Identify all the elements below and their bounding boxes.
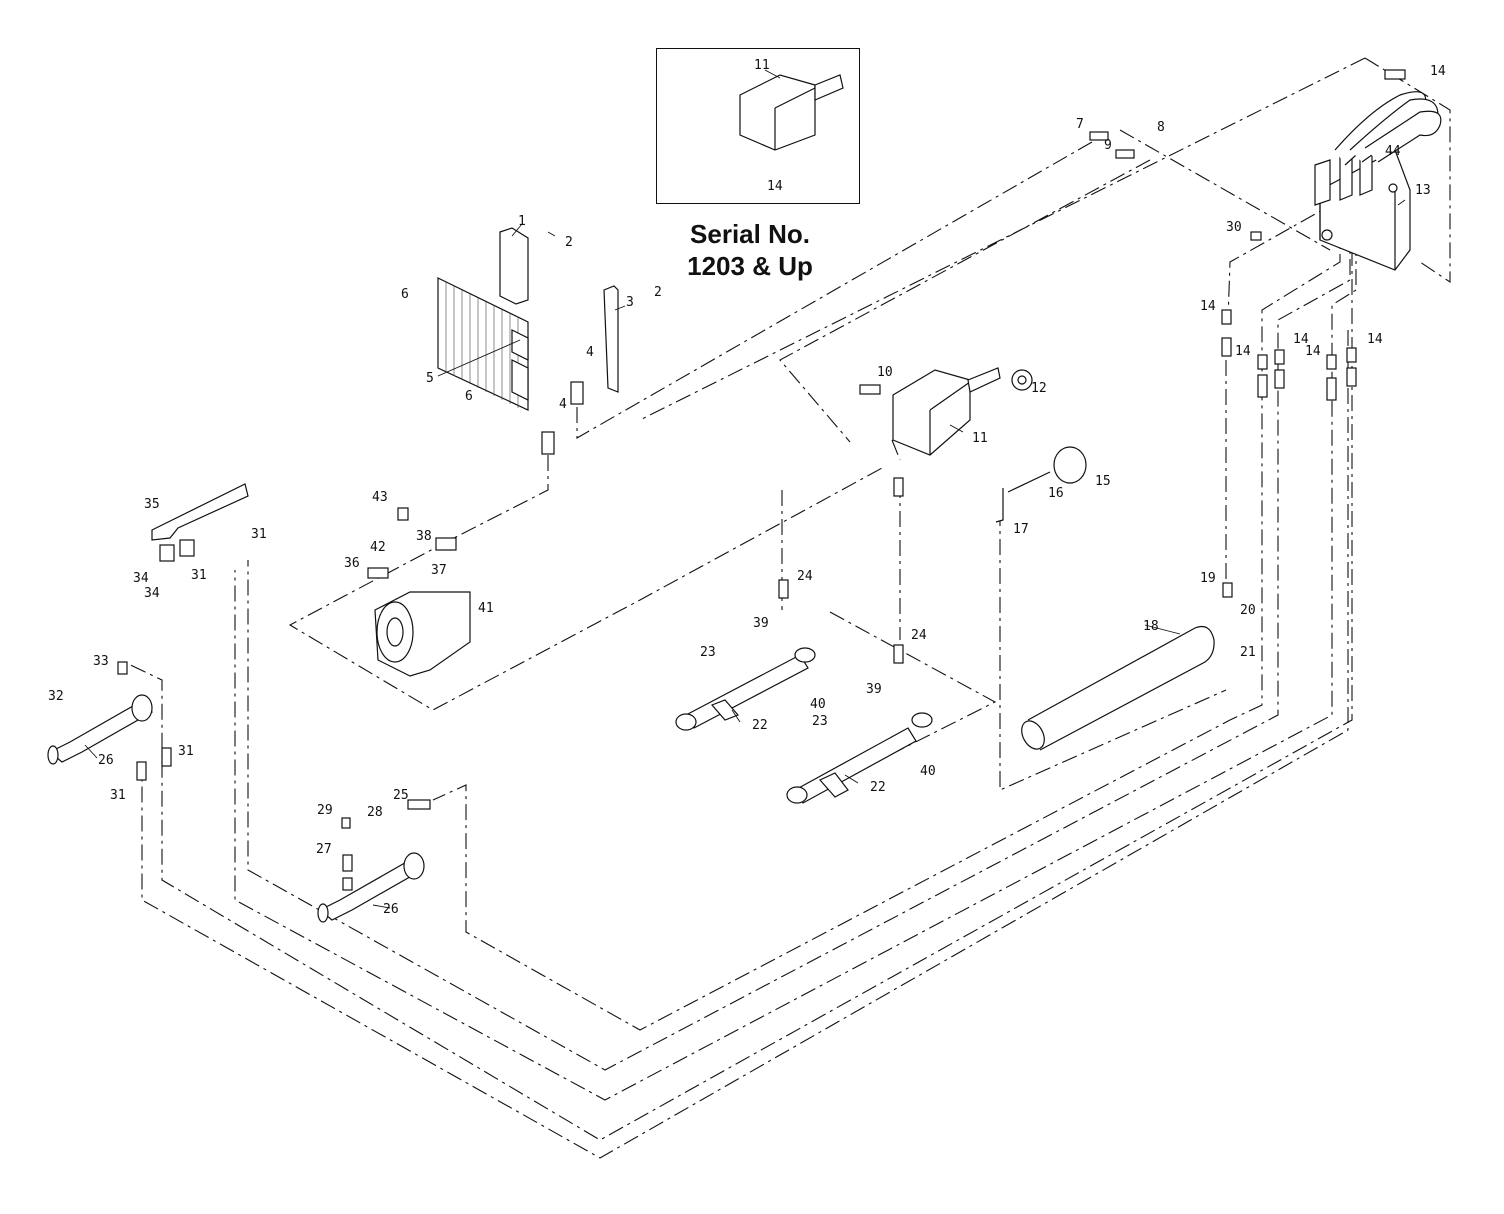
callout-14: 14 — [1430, 64, 1446, 79]
callout-26: 26 — [383, 902, 399, 917]
callout-2: 2 — [654, 285, 662, 300]
callout-23: 23 — [700, 645, 716, 660]
callout-28: 28 — [367, 805, 383, 820]
callout-43: 43 — [372, 490, 388, 505]
callout-31: 31 — [178, 744, 194, 759]
callout-24: 24 — [911, 628, 927, 643]
callout-22: 22 — [752, 718, 768, 733]
callout-11: 11 — [972, 431, 988, 446]
callout-14: 14 — [1235, 344, 1251, 359]
callout-6: 6 — [401, 287, 409, 302]
callout-9: 9 — [1104, 138, 1112, 153]
callout-10: 10 — [877, 365, 893, 380]
callout-41: 41 — [478, 601, 494, 616]
callout-14: 14 — [1367, 332, 1383, 347]
callout-31: 31 — [110, 788, 126, 803]
fittings — [117, 69, 1406, 891]
callout-33: 33 — [93, 654, 109, 669]
callout-37: 37 — [431, 563, 447, 578]
oil-cooler — [437, 227, 619, 455]
filter — [995, 446, 1087, 523]
callout-31: 31 — [191, 568, 207, 583]
callout-26: 26 — [98, 753, 114, 768]
serial-caption: Serial No. 1203 & Up — [650, 218, 850, 282]
callout-17: 17 — [1013, 522, 1029, 537]
serial-caption-line1: Serial No. — [690, 219, 810, 249]
callout-1: 1 — [518, 214, 526, 229]
callout-42: 42 — [370, 540, 386, 555]
callout-30: 30 — [1226, 220, 1242, 235]
callout-39: 39 — [866, 682, 882, 697]
callout-32: 32 — [48, 689, 64, 704]
callout-11: 11 — [754, 58, 770, 73]
callout-22: 22 — [870, 780, 886, 795]
steering-cylinders — [675, 647, 933, 804]
callout-13: 13 — [1415, 183, 1431, 198]
callout-14: 14 — [1293, 332, 1309, 347]
callout-14: 14 — [1200, 299, 1216, 314]
callout-14: 14 — [1305, 344, 1321, 359]
callout-2: 2 — [565, 235, 573, 250]
callout-12: 12 — [1031, 381, 1047, 396]
callout-29: 29 — [317, 803, 333, 818]
serial-inset-frame — [656, 48, 860, 204]
callout-19: 19 — [1200, 571, 1216, 586]
callout-7: 7 — [1076, 117, 1084, 132]
callout-44: 44 — [1385, 144, 1401, 159]
callout-40: 40 — [810, 697, 826, 712]
reservoir-tank — [1021, 625, 1215, 751]
callout-36: 36 — [344, 556, 360, 571]
lift-cylinders — [47, 694, 425, 923]
serial-caption-line2: 1203 & Up — [687, 251, 813, 281]
pump — [374, 507, 471, 677]
callout-14: 14 — [767, 179, 783, 194]
callout-21: 21 — [1240, 645, 1256, 660]
control-valve — [1314, 91, 1442, 271]
callout-3: 3 — [626, 295, 634, 310]
callout-39: 39 — [753, 616, 769, 631]
hose-lines — [119, 57, 1451, 1159]
callout-18: 18 — [1143, 619, 1159, 634]
callout-16: 16 — [1048, 486, 1064, 501]
callout-25: 25 — [393, 788, 409, 803]
callout-24: 24 — [797, 569, 813, 584]
callout-23: 23 — [812, 714, 828, 729]
callout-15: 15 — [1095, 474, 1111, 489]
callout-8: 8 — [1157, 120, 1165, 135]
valve-block — [739, 74, 1033, 456]
callout-38: 38 — [416, 529, 432, 544]
callout-20: 20 — [1240, 603, 1256, 618]
leader-lines — [84, 69, 1406, 909]
callout-6: 6 — [465, 389, 473, 404]
callout-5: 5 — [426, 371, 434, 386]
bracket — [151, 483, 249, 562]
callout-4: 4 — [586, 345, 594, 360]
callout-34: 34 — [133, 571, 149, 586]
callout-34: 34 — [144, 586, 160, 601]
callout-31: 31 — [251, 527, 267, 542]
callout-40: 40 — [920, 764, 936, 779]
callout-35: 35 — [144, 497, 160, 512]
callout-27: 27 — [316, 842, 332, 857]
callout-4: 4 — [559, 397, 567, 412]
